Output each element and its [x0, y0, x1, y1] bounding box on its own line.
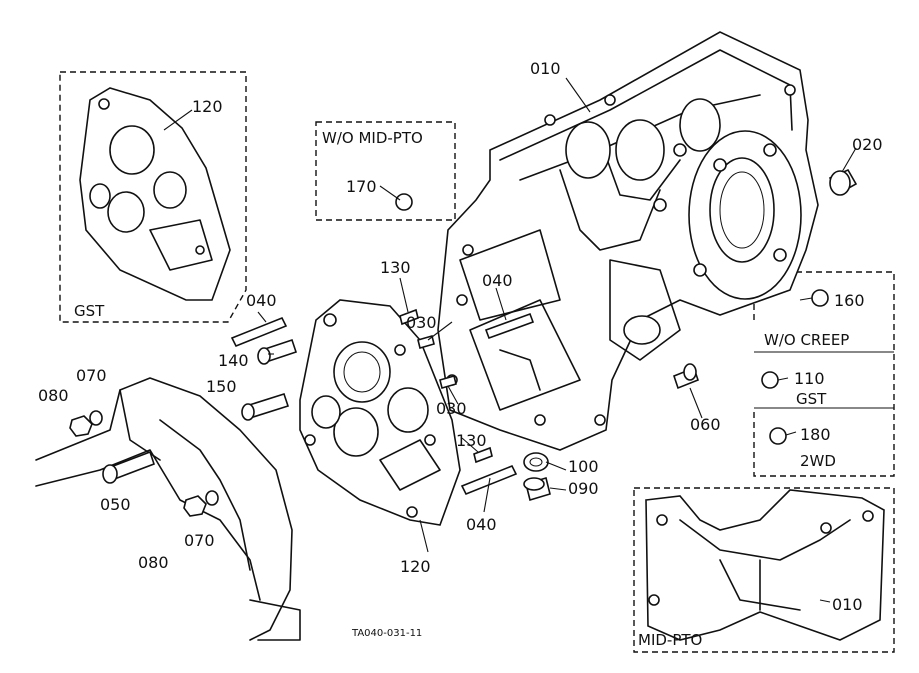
part-labels: 010 020 120 170 130 040 040 030 140 150 …	[38, 59, 883, 614]
label-170: 170	[346, 177, 377, 196]
label-030-top: 030	[406, 313, 437, 332]
stud-bolt-040-bottom	[460, 464, 518, 496]
label-030-bottom: 030	[436, 399, 467, 418]
note-mid-pto: MID-PTO	[638, 631, 702, 649]
gst-cover	[79, 87, 231, 301]
label-120-top: 120	[192, 97, 223, 116]
label-050: 050	[100, 495, 131, 514]
label-150: 150	[206, 377, 237, 396]
washer-070-bottom	[205, 490, 219, 506]
seal-100	[523, 452, 549, 472]
stud-bolt-040-left	[230, 316, 288, 348]
plug-170	[395, 193, 413, 211]
label-060: 060	[690, 415, 721, 434]
note-gst-top: GST	[74, 302, 105, 320]
front-frame	[35, 377, 301, 641]
label-040-bottom: 040	[466, 515, 497, 534]
label-130-top: 130	[380, 258, 411, 277]
wo-mid-pto-box	[315, 121, 456, 221]
pin-030-bottom	[439, 375, 457, 389]
label-020: 020	[852, 135, 883, 154]
label-160: 160	[834, 291, 865, 310]
label-070-bottom: 070	[184, 531, 215, 550]
mid-pto-box	[633, 487, 895, 653]
mid-pto-case	[645, 489, 885, 641]
label-130-bottom: 130	[456, 431, 487, 450]
front-cover	[299, 299, 461, 526]
label-140: 140	[218, 351, 249, 370]
label-010-main: 010	[530, 59, 561, 78]
label-040-left: 040	[246, 291, 277, 310]
transmission-case	[437, 31, 819, 451]
pin-130-top	[399, 308, 419, 326]
label-010-inset: 010	[832, 595, 863, 614]
label-110: 110	[794, 369, 825, 388]
pin-130-bottom	[473, 446, 493, 464]
note-wo-mid-pto: W/O MID-PTO	[322, 129, 423, 147]
label-080-bottom: 080	[138, 553, 169, 572]
nut-080-bottom	[183, 495, 207, 517]
plug-020	[828, 168, 858, 196]
label-120-bottom: 120	[400, 557, 431, 576]
label-040-mid: 040	[482, 271, 513, 290]
gst-cover-box	[59, 71, 247, 323]
label-080-top: 080	[38, 386, 69, 405]
note-2wd: 2WD	[800, 452, 836, 470]
note-gst-right: GST	[796, 390, 827, 408]
plug-090	[523, 476, 551, 502]
variant-notes: W/O MID-PTO GST W/O CREEP GST 2WD MID-PT…	[74, 129, 849, 649]
washer-070-top	[89, 410, 103, 426]
plug-180	[769, 427, 787, 445]
label-100: 100	[568, 457, 599, 476]
bolt-150	[241, 393, 290, 421]
bolt-050	[102, 450, 156, 484]
plug-110	[761, 371, 779, 389]
bolt-140	[257, 338, 298, 365]
bolt-060	[673, 363, 699, 390]
stud-bolt-040-mid	[484, 312, 535, 340]
leader-lines	[163, 77, 857, 603]
plug-160	[811, 289, 829, 307]
drawing-code: TA040-031-11	[351, 628, 422, 639]
note-wo-creep: W/O CREEP	[764, 331, 849, 349]
nut-080-top	[69, 415, 93, 437]
label-090: 090	[568, 479, 599, 498]
label-180: 180	[800, 425, 831, 444]
label-070-top: 070	[76, 366, 107, 385]
